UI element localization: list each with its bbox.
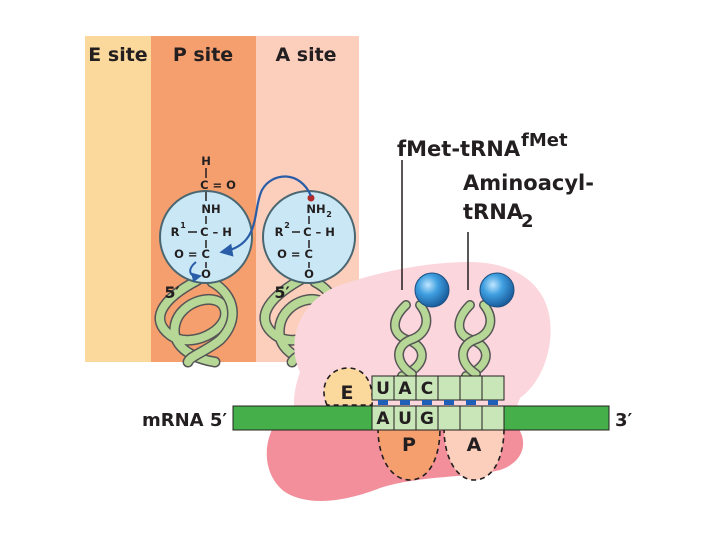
a-slot-label: A (467, 434, 482, 456)
mrna-label: mRNA 5′ (142, 410, 227, 431)
aminoacyl-structure: NH 2 R 2 C – H O = C O (275, 194, 335, 281)
p-site-label: P site (173, 44, 233, 66)
svg-text:NH: NH (306, 202, 325, 216)
a-site-pocket (443, 427, 505, 481)
aminoacyl-label-line1: Aminoacyl- (463, 171, 594, 195)
p-site-pocket (377, 427, 441, 481)
codon-base-2: U (398, 409, 412, 429)
codon-base-1: A (376, 409, 390, 429)
aminoacyl-label-line2: tRNA (463, 200, 524, 224)
codon-row: A U G (371, 405, 505, 431)
svg-text:R: R (171, 225, 180, 239)
anticodon-base-3: C (421, 379, 433, 399)
three-prime-label: 3′ (615, 410, 633, 431)
fmet-structure: H C = O NH R 1 C – H O = C O (171, 154, 236, 283)
e-site-label: E site (88, 44, 147, 66)
a-site-label: A site (275, 44, 336, 66)
p-slot-label: P (402, 434, 416, 456)
svg-text:H: H (201, 154, 211, 168)
aminoacyl-label-subscript: 2 (521, 211, 534, 232)
base-pair-marks (378, 400, 498, 405)
peptide-transfer-arrow (219, 175, 313, 257)
svg-text:O = C: O = C (277, 247, 313, 261)
anticodon-base-2: A (398, 379, 412, 399)
e-slot-label: E (341, 382, 354, 404)
anticodon-row: U A C (371, 375, 505, 401)
a-site-five-prime: 5′ (274, 283, 289, 302)
svg-text:1: 1 (180, 221, 186, 230)
p-site-trna-stem (154, 274, 238, 368)
svg-text:NH: NH (201, 202, 220, 216)
p-site-five-prime: 5′ (164, 283, 179, 302)
svg-text:2: 2 (284, 221, 290, 230)
svg-text:R: R (275, 225, 284, 239)
svg-text:C – H: C – H (303, 225, 335, 239)
svg-text:2: 2 (326, 210, 332, 219)
fmet-trna-superscript: fMet (521, 130, 568, 151)
e-site-column (85, 36, 151, 362)
svg-text:O: O (201, 267, 211, 281)
svg-text:O = C: O = C (174, 247, 210, 261)
p-site-aminoacid-circle (159, 190, 253, 284)
fmet-amino-acid-ball (414, 272, 450, 308)
codon-base-3: G (420, 409, 434, 429)
svg-text:C – H: C – H (200, 225, 232, 239)
aminoacyl-amino-acid-ball (479, 272, 515, 308)
svg-text:O: O (304, 267, 314, 281)
fmet-trna-label: fMet-tRNA (397, 137, 521, 161)
anticodon-base-1: U (376, 379, 390, 399)
svg-text:C = O: C = O (200, 178, 236, 192)
